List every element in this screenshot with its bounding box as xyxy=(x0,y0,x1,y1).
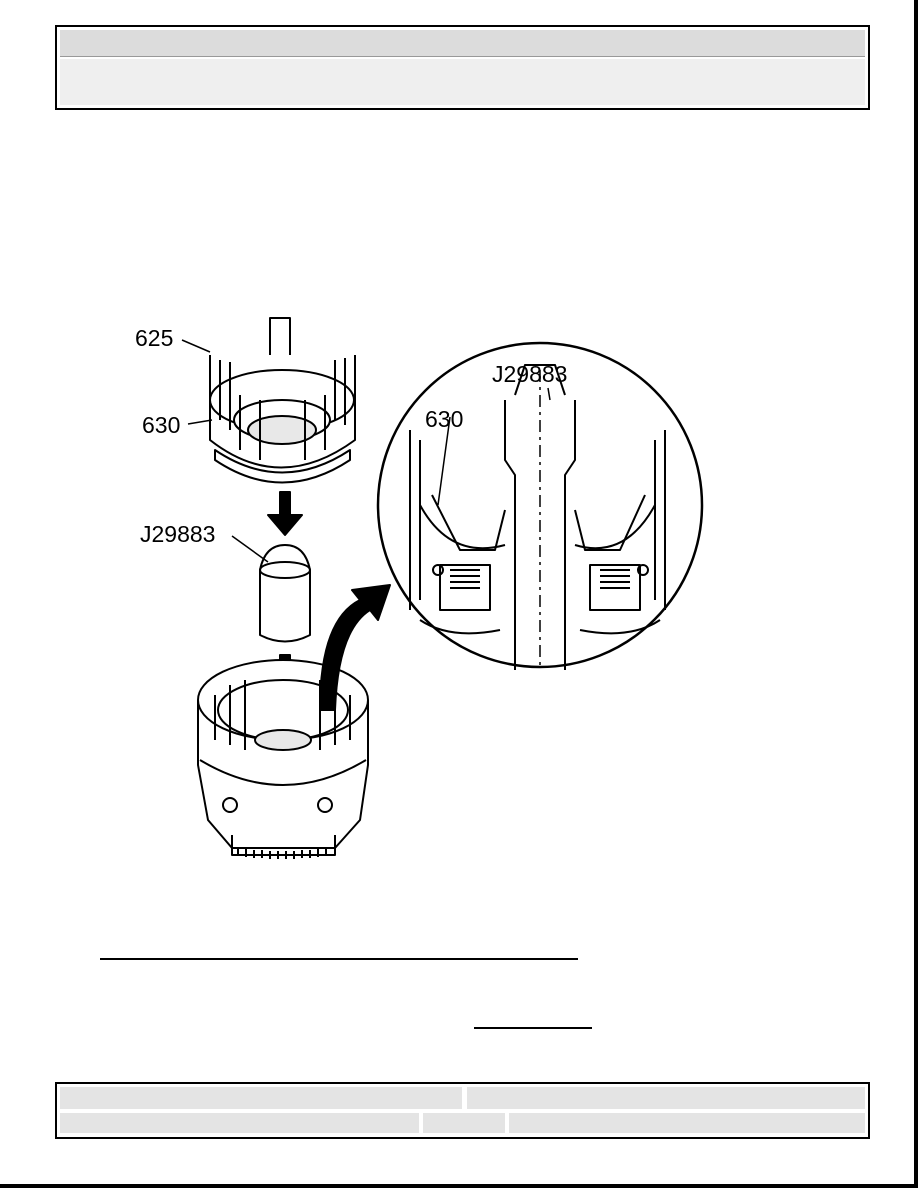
header-title xyxy=(60,30,865,38)
piston-housing-drawing xyxy=(209,317,356,484)
footer-cell-mid-bottom xyxy=(423,1113,505,1133)
curved-arrow-icon xyxy=(319,584,391,711)
label-625: 625 xyxy=(135,325,173,351)
clutch-housing-drawing xyxy=(197,659,369,859)
reference-link-underline[interactable] xyxy=(100,958,578,960)
arrow-down-icon xyxy=(267,491,303,536)
detail-view xyxy=(376,341,704,670)
leader-line xyxy=(181,339,551,563)
footer-cell-left-bottom xyxy=(60,1113,419,1133)
header-subtitle-bar xyxy=(60,59,865,105)
assembly-illustration: 625 630 J29883 J29883 630 xyxy=(135,317,704,859)
detail-label-630: 630 xyxy=(425,406,463,432)
footer-cell-right-top xyxy=(467,1087,865,1109)
label-j29883: J29883 xyxy=(140,521,215,547)
tool-j29883-drawing xyxy=(259,544,311,643)
reference-link-underline[interactable] xyxy=(474,1027,592,1029)
label-630: 630 xyxy=(142,412,180,438)
footer-cell-right-bottom xyxy=(509,1113,865,1133)
page-header xyxy=(55,25,870,110)
footer-cell-left-top xyxy=(60,1087,462,1109)
page-footer xyxy=(55,1082,870,1139)
header-title-bar xyxy=(60,30,865,57)
detail-label-j29883: J29883 xyxy=(492,361,567,387)
header-subtitle xyxy=(60,59,865,67)
